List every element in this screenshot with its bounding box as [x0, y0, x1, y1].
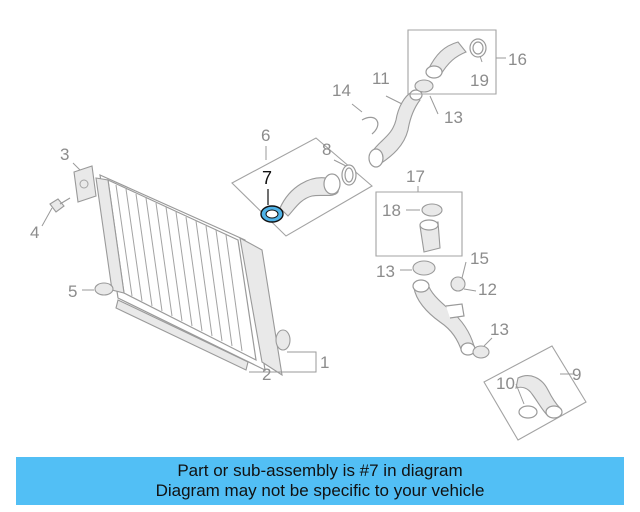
- callout-13-upper: 13: [444, 108, 463, 127]
- group-box-17: [375, 191, 463, 257]
- callout-1: 1: [320, 353, 329, 372]
- hose-part-9: [515, 375, 563, 419]
- callout-4: 4: [30, 223, 39, 242]
- banner-line-part-number: Part or sub-assembly is #7 in diagram: [177, 461, 463, 480]
- hose-clamp-part-7: [260, 205, 284, 223]
- clamp-part-13-upper: [414, 79, 434, 93]
- callout-13-lower: 13: [490, 320, 509, 339]
- banner-line-disclaimer: Diagram may not be specific to your vehi…: [155, 481, 485, 500]
- clamp-part-13-lower: [472, 345, 490, 359]
- o-ring-part-19: [469, 38, 487, 58]
- callout-19: 19: [470, 71, 489, 90]
- callout-13-middle: 13: [376, 262, 395, 281]
- callout-9: 9: [572, 365, 581, 384]
- intercooler-radiator: [95, 174, 291, 377]
- group-box-9: [483, 345, 587, 441]
- parts-diagram: 1 2 3 4 5 6 7 8 9 10 11 12 13 13 13 14 1…: [30, 29, 587, 441]
- clip-part-14: [361, 116, 379, 135]
- connector-part-17: [419, 219, 441, 253]
- bolt-part-4: [49, 197, 71, 213]
- group-box-16: [407, 29, 497, 95]
- o-ring-part-8: [341, 164, 357, 186]
- charge-pipe-part-12: [412, 279, 476, 356]
- callout-7: 7: [262, 168, 272, 188]
- callout-6: 6: [261, 126, 270, 145]
- sensor-part-18: [421, 203, 443, 217]
- grommet-part-5: [94, 282, 114, 296]
- callout-8: 8: [322, 140, 331, 159]
- callout-17: 17: [406, 167, 425, 186]
- sensor-part-15: [450, 276, 466, 292]
- callout-15: 15: [470, 249, 489, 268]
- callout-labels: 1 2 3 4 5 6 7 8 9 10 11 12 13 13 13 14 1…: [30, 50, 581, 393]
- callout-5: 5: [68, 282, 77, 301]
- clamp-part-13-middle: [412, 260, 436, 276]
- bracket-part-3: [73, 165, 97, 203]
- clamp-part-10: [518, 405, 538, 419]
- callout-16: 16: [508, 50, 527, 69]
- charge-pipe-part-11: [368, 89, 423, 168]
- callout-18: 18: [382, 201, 401, 220]
- callout-10: 10: [496, 374, 515, 393]
- charge-hose-part-6: [279, 173, 341, 217]
- info-banner: Part or sub-assembly is #7 in diagram Di…: [16, 457, 624, 505]
- callout-14: 14: [332, 81, 351, 100]
- callout-2: 2: [262, 365, 271, 384]
- callout-11: 11: [372, 69, 390, 88]
- callout-3: 3: [60, 145, 69, 164]
- leader-lines: [41, 55, 574, 405]
- hose-part-16: [425, 41, 467, 79]
- callout-12: 12: [478, 280, 497, 299]
